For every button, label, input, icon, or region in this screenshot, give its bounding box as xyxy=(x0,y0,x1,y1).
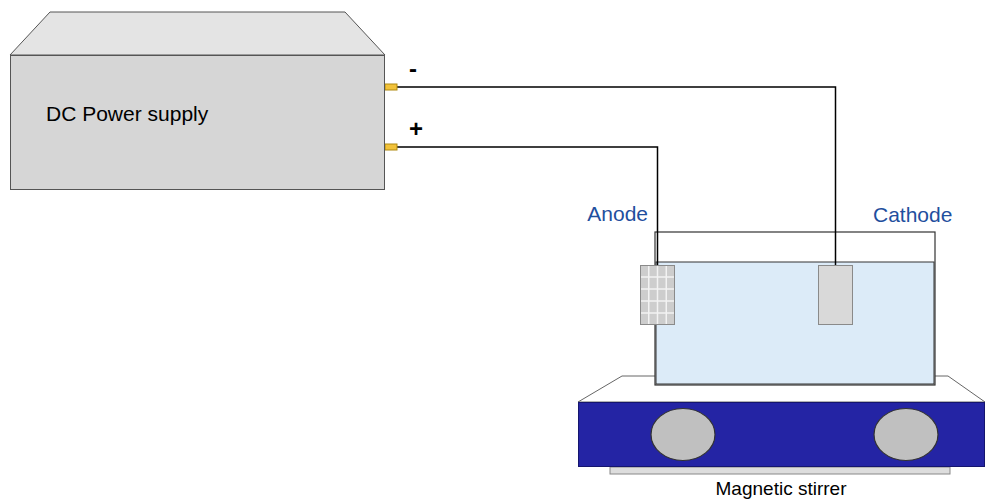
beaker xyxy=(655,232,935,385)
anode-electrode: Anode xyxy=(640,265,675,325)
stirrer-knobs xyxy=(579,403,986,468)
stirrer-foot xyxy=(610,467,950,474)
power-supply-box: DC Power supply xyxy=(10,55,385,190)
terminal-sign: - xyxy=(407,57,419,81)
electrode-label: Anode xyxy=(587,202,648,226)
electrode-label: Cathode xyxy=(873,203,952,227)
wire xyxy=(385,147,658,265)
mesh-grid xyxy=(640,265,675,325)
device-label: Magnetic stirrer xyxy=(716,478,847,500)
electrolyte xyxy=(656,262,934,384)
cathode-electrode: Cathode xyxy=(818,265,853,325)
wire xyxy=(385,87,836,265)
magnetic-stirrer: Magnetic stirrer xyxy=(578,402,985,467)
terminal-sign: + xyxy=(407,117,425,141)
terminals xyxy=(385,84,397,150)
device-label: DC Power supply xyxy=(46,102,208,126)
supply-top-face xyxy=(10,12,385,55)
